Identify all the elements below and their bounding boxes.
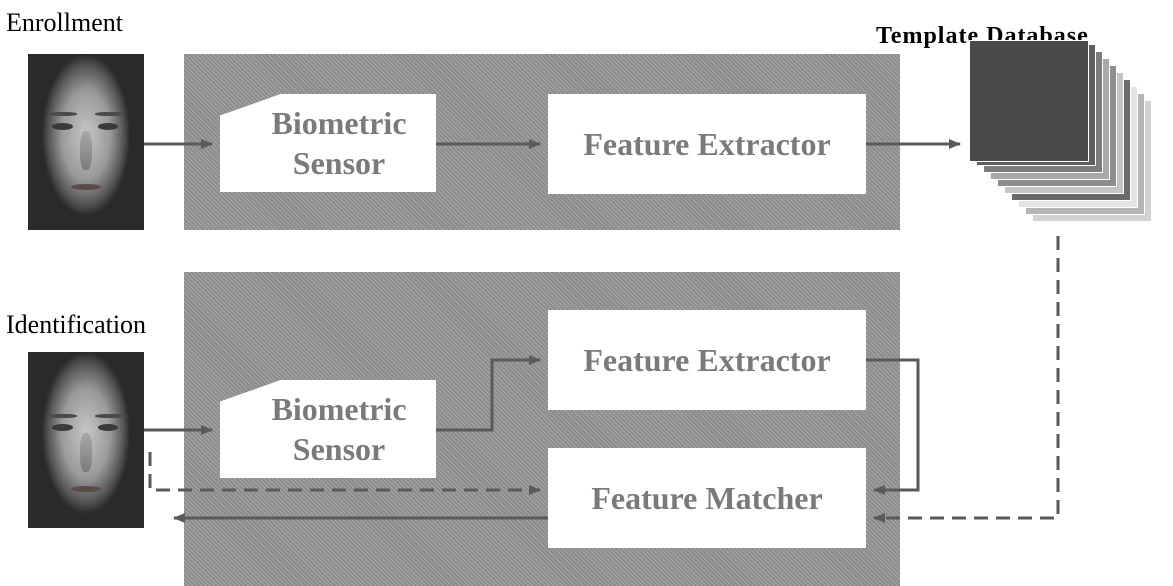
enrollment-sensor-line2: Sensor: [292, 145, 386, 181]
identification-matcher-label: Feature Matcher: [591, 480, 823, 516]
identification-sensor-line2: Sensor: [292, 431, 386, 467]
identification-label: Identification: [6, 310, 147, 339]
identification-extractor-label: Feature Extractor: [583, 342, 831, 378]
arrow-extractor-to-matcher: [866, 358, 920, 495]
dashed-arrow-database-to-matcher: [873, 236, 1060, 523]
identification-feature-matcher: Feature Matcher: [548, 448, 866, 548]
identification-biometric-sensor: Biometric Sensor: [220, 380, 436, 478]
enrollment-sensor-line1: Biometric: [271, 105, 407, 141]
dashed-arrow-claimed-identity: [148, 452, 541, 495]
enrollment-label: Enrollment: [6, 8, 123, 37]
arrow-sensor-to-extractor: [436, 355, 541, 432]
enrollment-feature-extractor: Feature Extractor: [548, 94, 866, 194]
identification-face-photo: [28, 352, 144, 528]
enrollment-biometric-sensor: Biometric Sensor: [220, 94, 436, 192]
enrollment-extractor-label: Feature Extractor: [583, 126, 831, 162]
identification-feature-extractor: Feature Extractor: [548, 310, 866, 410]
enrollment-face-photo: [28, 54, 144, 230]
identification-sensor-line1: Biometric: [271, 391, 407, 427]
template-database-stack: [962, 40, 1172, 228]
